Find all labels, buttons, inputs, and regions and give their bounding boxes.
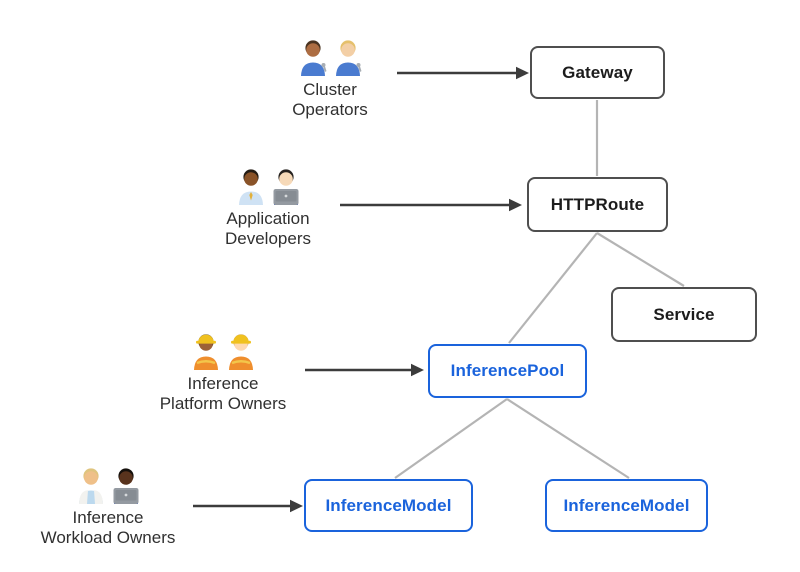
node-inferencemodel-right-label: InferenceModel	[563, 495, 690, 515]
node-httproute-label: HTTPRoute	[550, 194, 645, 214]
application-developers-label-line1: Application	[226, 209, 310, 228]
application-developers-icons	[168, 167, 368, 205]
arrow-inference-platform-owners-to-inferencepool	[305, 363, 424, 377]
node-gateway: Gateway	[530, 46, 665, 99]
health-worker-emoji	[75, 466, 107, 504]
edge-inferencepool-inferencemodel-left	[394, 398, 508, 479]
edge-httproute-inferencepool	[508, 232, 598, 344]
inference-platform-owners-label: Inference Platform Owners	[123, 374, 323, 414]
node-httproute: HTTPRoute	[527, 177, 668, 232]
inference-workload-owners-label-line2: Workload Owners	[40, 528, 176, 547]
actor-inference-workload-owners: Inference Workload Owners	[8, 466, 208, 548]
actor-application-developers: Application Developers	[168, 167, 368, 249]
man-construction-worker-emoji	[225, 332, 257, 370]
arrow-cluster-operators-to-gateway	[397, 66, 529, 80]
edge-inferencepool-inferencemodel-right	[506, 398, 630, 479]
node-inferencemodel-left-label: InferenceModel	[325, 495, 452, 515]
cluster-operators-icons	[230, 38, 430, 76]
inference-workload-owners-label-line1: Inference	[72, 508, 144, 527]
actor-cluster-operators: Cluster Operators	[230, 38, 430, 120]
node-service: Service	[611, 287, 757, 342]
application-developers-label: Application Developers	[168, 209, 368, 249]
node-inferencepool: InferencePool	[428, 344, 587, 398]
node-service-label: Service	[653, 304, 715, 324]
cluster-operators-label-line2: Operators	[292, 100, 368, 119]
inference-workload-owners-label: Inference Workload Owners	[8, 508, 208, 548]
inference-platform-owners-icons	[123, 332, 323, 370]
arrow-inference-workload-owners-to-inferencemodel	[193, 499, 303, 513]
woman-mechanic-emoji	[332, 38, 364, 76]
woman-construction-worker-emoji	[190, 332, 222, 370]
arrow-application-developers-to-httproute	[340, 198, 522, 212]
node-gateway-label: Gateway	[562, 62, 633, 82]
cluster-operators-label: Cluster Operators	[230, 80, 430, 120]
inference-platform-owners-label-line1: Inference	[187, 374, 259, 393]
man-technologist-emoji	[110, 466, 142, 504]
edge-httproute-service	[596, 232, 685, 287]
man-office-worker-emoji	[235, 167, 267, 205]
inference-workload-owners-icons	[8, 466, 208, 504]
woman-technologist-emoji	[270, 167, 302, 205]
inference-platform-owners-label-line2: Platform Owners	[159, 394, 287, 413]
man-mechanic-emoji	[297, 38, 329, 76]
application-developers-label-line2: Developers	[225, 229, 311, 248]
cluster-operators-label-line1: Cluster	[303, 80, 357, 99]
actor-inference-platform-owners: Inference Platform Owners	[123, 332, 323, 414]
node-inferencemodel-right: InferenceModel	[545, 479, 708, 532]
node-inferencepool-label: InferencePool	[450, 361, 565, 380]
node-inferencemodel-left: InferenceModel	[304, 479, 473, 532]
